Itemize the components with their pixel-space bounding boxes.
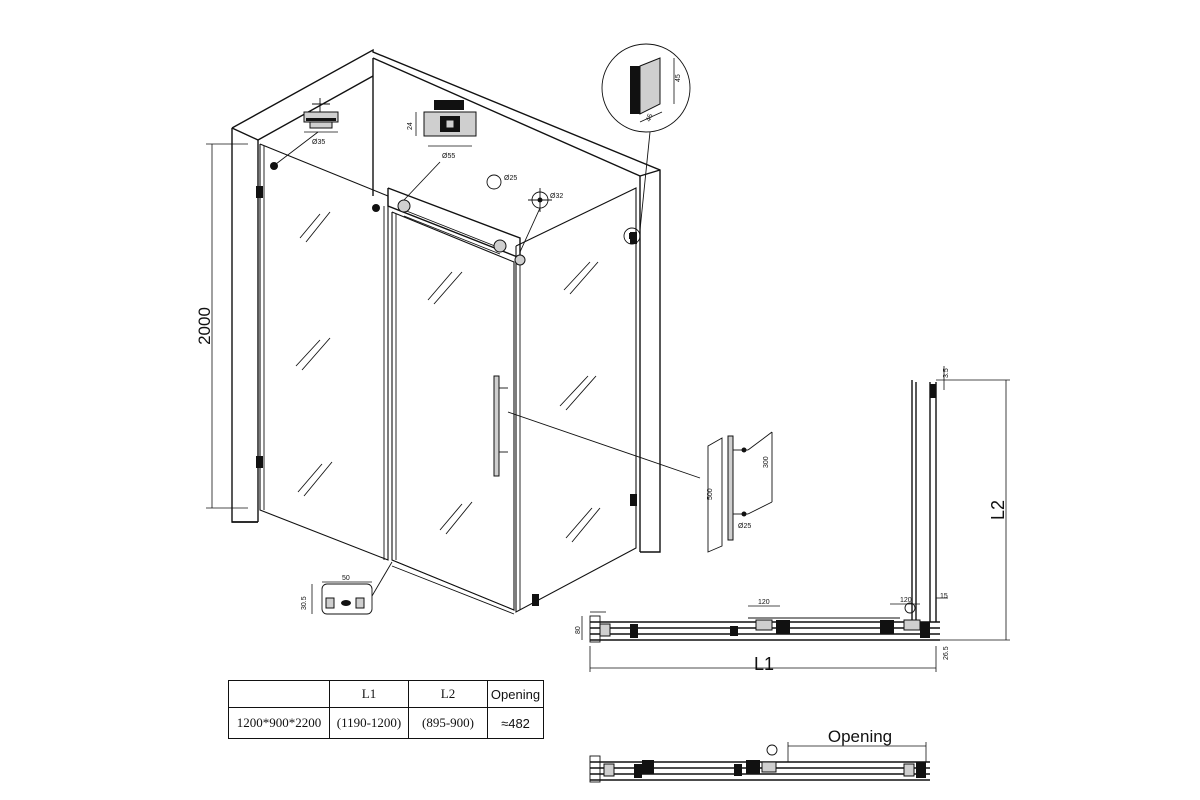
guide-height-label: 30.5	[301, 596, 308, 610]
opening-label: Opening	[828, 727, 892, 746]
opening-view: Opening	[589, 727, 930, 783]
table-cell: (895-900)	[408, 707, 488, 739]
table-header-cell: L1	[329, 680, 409, 708]
height-dimension: 2000	[195, 143, 248, 509]
guide-width-label: 50	[342, 575, 350, 582]
wall-bracket-depth-label: 45	[645, 113, 654, 123]
rod-wall-dia-label: Ø32	[550, 193, 563, 200]
table-header-cell: Opening	[487, 680, 544, 708]
handle-detail: 300 500 Ø25	[707, 431, 773, 553]
top-120a-label: 120	[758, 599, 770, 606]
table-header-cell	[228, 680, 330, 708]
door-handle	[493, 375, 701, 479]
bottom-guide-detail: 50 30.5	[301, 561, 393, 615]
table-cell: ≈482	[487, 707, 544, 739]
hinge-dia-label: Ø35	[312, 139, 325, 146]
rod-end-dia-label: Ø25	[504, 175, 517, 182]
rod-end-detail: Ø25 Ø32	[486, 174, 563, 212]
top-120b-label: 120	[900, 597, 912, 604]
top-rail	[387, 161, 541, 266]
table-row: 1200*900*2200 (1190-1200) (895-900) ≈482	[228, 707, 544, 739]
roller-detail: Ø55 24	[407, 100, 477, 160]
handle-dia-label: Ø25	[738, 523, 751, 530]
top-15-label: 15	[940, 593, 948, 600]
table-header-row: L1 L2 Opening	[228, 680, 544, 708]
wall-bracket-height-label: 45	[675, 74, 682, 82]
L1-label: L1	[754, 654, 774, 674]
handle-length-label: 300	[763, 456, 770, 468]
handle-total-label: 500	[707, 488, 714, 500]
top-3-5-label: 3.5	[943, 368, 950, 378]
side-panel	[515, 187, 637, 613]
table-cell: 1200*900*2200	[228, 707, 330, 739]
top-26-5-label: 26.5	[943, 646, 950, 660]
table-header-cell: L2	[408, 680, 488, 708]
L2-label: L2	[988, 500, 1008, 520]
sliding-door	[383, 206, 701, 615]
top-view: 3.5 L2 15 26.5 120 120 80 L1	[575, 366, 1010, 674]
wall-bracket-detail: 45 45	[601, 43, 691, 245]
roller-height-label: 24	[407, 122, 414, 130]
table-cell: (1190-1200)	[329, 707, 409, 739]
top-80-label: 80	[575, 626, 582, 634]
fixed-front-panel	[256, 143, 389, 561]
hinge-detail: Ø35	[275, 98, 339, 165]
spec-table: L1 L2 Opening 1200*900*2200 (1190-1200) …	[228, 680, 544, 739]
height-label: 2000	[195, 307, 214, 345]
roller-dia-label: Ø55	[442, 153, 455, 160]
